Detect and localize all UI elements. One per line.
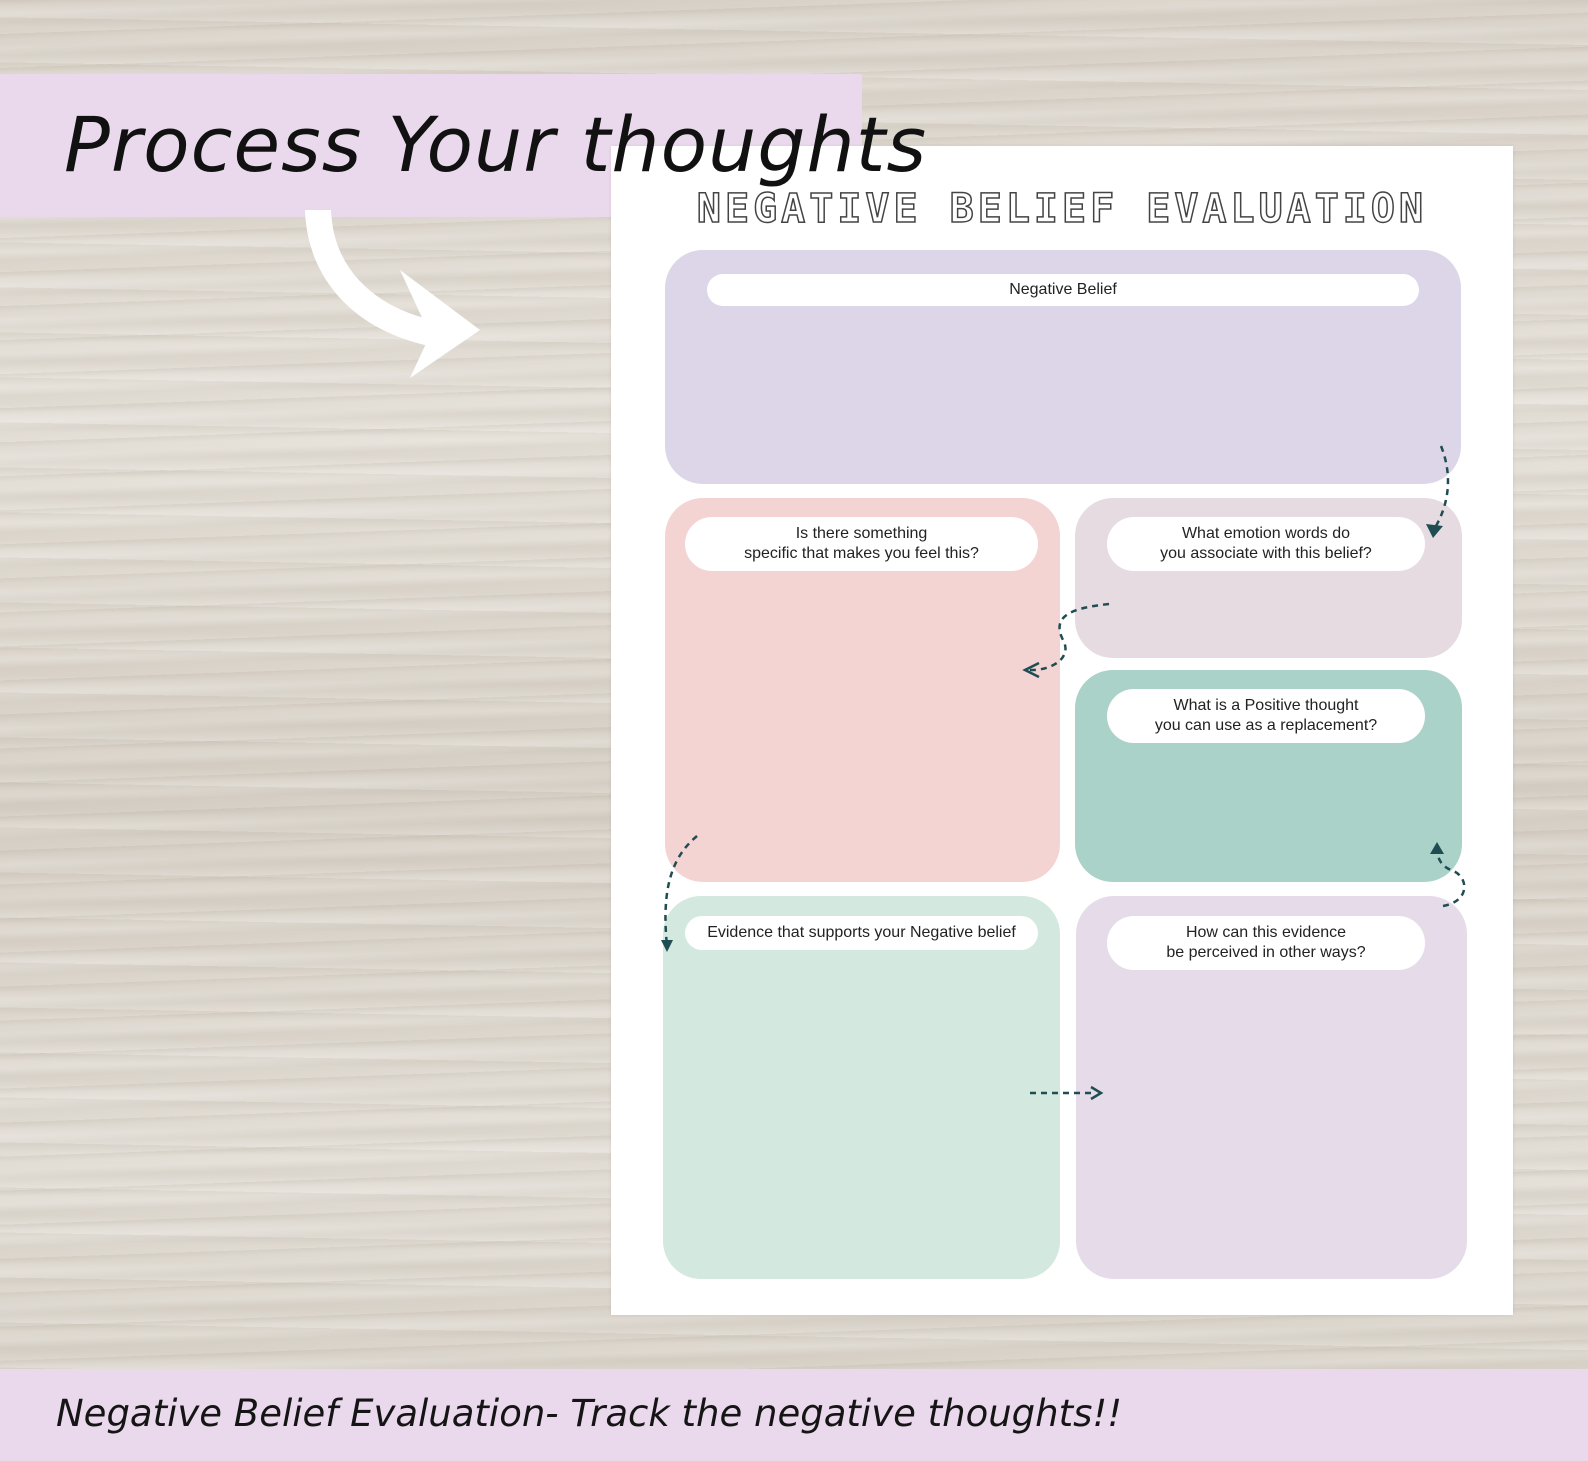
negative-belief-label: Negative Belief (707, 274, 1419, 306)
arrowhead-icon (1426, 524, 1443, 538)
dashed-arrow-icon (1431, 445, 1450, 532)
emotion-words-label: What emotion words do you associate with… (1107, 517, 1425, 571)
curved-arrow-icon (305, 210, 480, 378)
other-perception-label: How can this evidence be perceived in ot… (1107, 916, 1425, 970)
specific-trigger-label: Is there something specific that makes y… (685, 517, 1038, 571)
dashed-arrow-icon (1435, 847, 1466, 908)
flow-arrows (661, 445, 1466, 1101)
caption-text: Negative Belief Evaluation- Track the ne… (56, 1392, 1123, 1435)
arrowhead-icon (661, 940, 673, 952)
worksheet-title: NEGATIVE BELIEF EVALUATION (696, 185, 1428, 233)
dashed-arrow-icon (1028, 602, 1110, 672)
caption-bar (0, 1369, 1588, 1461)
dashed-arrow-icon (664, 835, 698, 947)
worksheet-page: NEGATIVE BELIEF EVALUATION Negative Beli… (611, 146, 1513, 1315)
arrowhead-icon (1022, 661, 1040, 679)
positive-thought-label: What is a Positive thought you can use a… (1107, 689, 1425, 743)
supporting-evidence-panel[interactable] (663, 896, 1060, 1279)
page-title: Process Your thoughts (64, 100, 928, 189)
arrowhead-icon (1090, 1085, 1104, 1101)
arrowhead-icon (1430, 842, 1444, 854)
supporting-evidence-label: Evidence that supports your Negative bel… (685, 916, 1038, 950)
